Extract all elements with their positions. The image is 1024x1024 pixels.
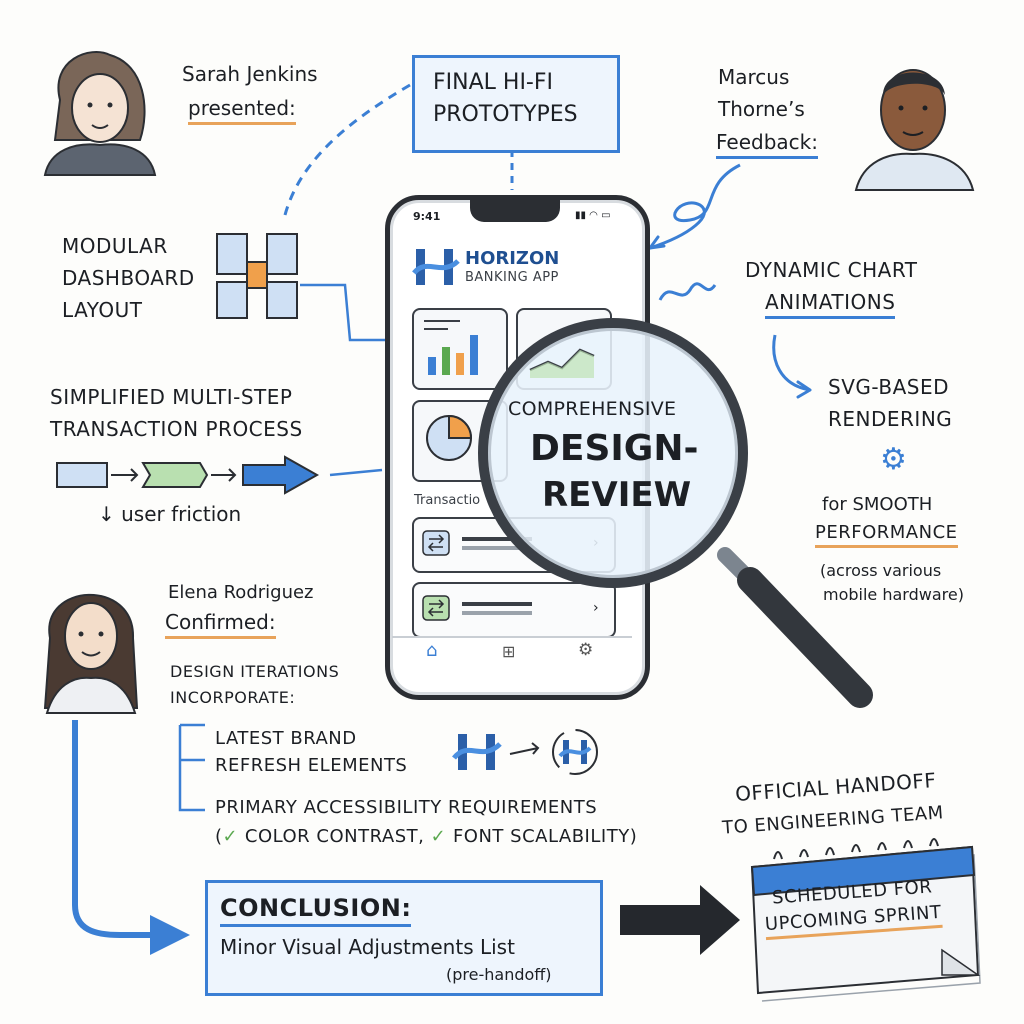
calendar-icon (750, 838, 981, 1002)
iterations-item2-line2: (✓ COLOR CONTRAST, ✓ FONT SCALABILITY) (215, 826, 638, 847)
transaction-note: ↓ user friction (98, 502, 242, 526)
sarah-name: Sarah Jenkins (182, 62, 318, 86)
iterations-item1-line1: LATEST BRAND (215, 728, 357, 749)
review-line-3: REVIEW (542, 475, 692, 515)
home-icon[interactable]: ⌂ (426, 640, 438, 661)
iterations-item1-line2: REFRESH ELEMENTS (215, 755, 408, 776)
modular-line-1: MODULAR (62, 234, 168, 258)
iterations-line-2: INCORPORATE: (170, 688, 296, 707)
charts-line-1: DYNAMIC CHART (745, 258, 918, 282)
grid-icon[interactable]: ⊞ (502, 642, 516, 661)
title-line-2: PROTOTYPES (433, 102, 578, 127)
gear-icon[interactable]: ⚙ (578, 640, 594, 660)
phone-status-icons: ▮▮ ◠ ▭ (575, 210, 611, 221)
horizon-logo-icon (412, 249, 460, 285)
iterations-item2-line1: PRIMARY ACCESSIBILITY REQUIREMENTS (215, 797, 598, 818)
phone-time: 9:41 (413, 210, 441, 223)
elena-name: Elena Rodriguez (168, 582, 314, 603)
conclusion-text: Minor Visual Adjustments List (220, 935, 515, 959)
transaction-line-1: SIMPLIFIED MULTI-STEP (50, 385, 293, 409)
title-line-1: FINAL HI-FI (433, 70, 554, 95)
review-line-1: COMPREHENSIVE (508, 398, 677, 420)
phone-section-label: Transactio (414, 493, 481, 508)
phone-tab-bar (392, 636, 632, 638)
phone-notch (470, 200, 560, 222)
chevron-right-icon: › (593, 600, 599, 616)
phone-brand: HORIZON (465, 248, 560, 269)
conclusion-label: CONCLUSION: (220, 893, 412, 927)
magnifier-lens (478, 318, 748, 588)
line-chart-icon (529, 348, 595, 378)
magnifier-handle (717, 547, 873, 708)
modular-line-3: LAYOUT (62, 298, 143, 322)
modular-line-2: DASHBOARD (62, 266, 195, 290)
marcus-line-3: Feedback: (716, 130, 818, 159)
transaction-line-2: TRANSACTION PROCESS (50, 417, 303, 441)
conclusion-note: (pre-handoff) (446, 965, 552, 984)
charts-line-2: ANIMATIONS (765, 290, 896, 319)
sarah-avatar (43, 51, 157, 176)
marcus-line-2: Thorne’s (718, 97, 805, 121)
title-box: FINAL HI-FI PROTOTYPES (412, 55, 620, 153)
row-1-placeholder-lines (462, 537, 532, 541)
check-icon: ✓ (222, 826, 245, 847)
elena-verb: Confirmed: (165, 610, 276, 639)
transfer-icon (422, 595, 450, 621)
transfer-icon (422, 530, 450, 556)
elena-avatar (43, 593, 139, 714)
marcus-avatar (854, 69, 975, 191)
conclusion-box: CONCLUSION: Minor Visual Adjustments Lis… (205, 880, 603, 996)
transaction-steps-icon (56, 455, 320, 495)
marcus-line-1: Marcus (718, 65, 790, 89)
modular-grid-icon (216, 233, 298, 319)
review-line-2: DESIGN- (530, 428, 699, 469)
iterations-line-1: DESIGN ITERATIONS (170, 662, 340, 681)
check-icon: ✓ (430, 826, 453, 847)
sarah-verb: presented: (188, 96, 296, 125)
row-2-placeholder-lines (462, 602, 532, 606)
phone-brand-sub: BANKING APP (465, 270, 559, 285)
bar-chart-icon (424, 320, 478, 375)
pie-chart-icon (426, 414, 473, 461)
gear-icon: ⚙ (880, 442, 907, 477)
brand-refresh-icon (452, 729, 598, 775)
